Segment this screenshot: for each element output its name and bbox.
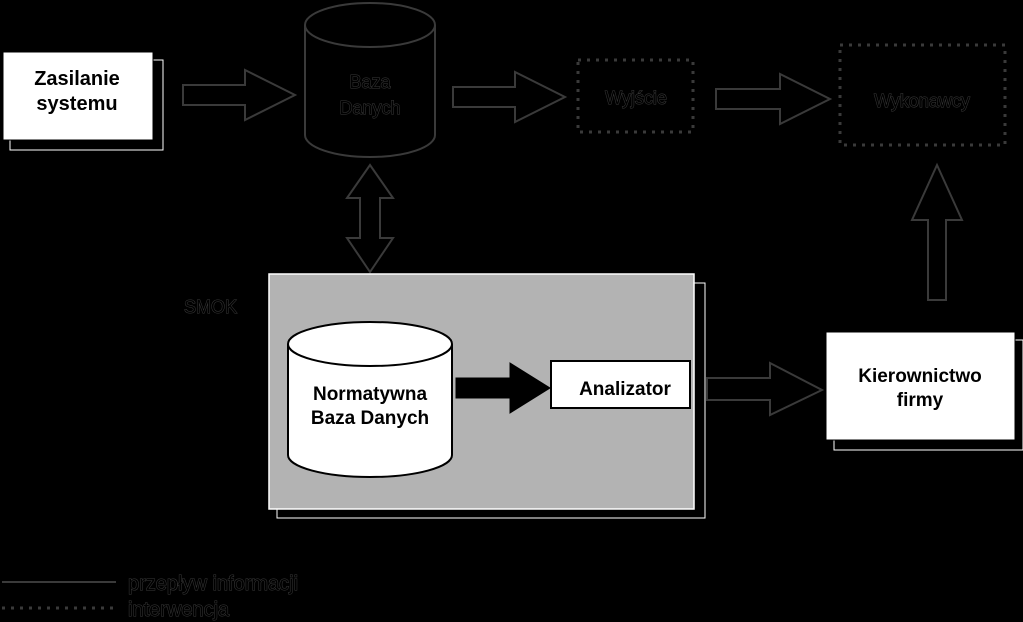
arrow-kierownictwo-to-wykonawcy [910, 162, 964, 301]
baza-cylinder-top [304, 2, 436, 48]
legend-information-flow: przepływ informacji [128, 573, 298, 595]
wykonawcy-label: Wykonawcy [874, 91, 970, 111]
normatywna-label-line1: Normatywna [313, 384, 427, 405]
double-arrow-baza-smok [345, 163, 395, 274]
normatywna-label-line2: Baza Danych [311, 408, 429, 429]
wyjscie-label: Wyjście [605, 88, 667, 108]
kierownictwo-box [825, 331, 1016, 441]
arrow-normatywna-to-analizator [455, 362, 551, 414]
legend: przepływ informacji interwencja [2, 573, 299, 622]
arrow-wyjscie-to-wykonawcy [715, 72, 833, 126]
legend-intervention: interwencja [128, 599, 230, 621]
node-zasilanie-systemu: Zasilanie systemu [2, 51, 164, 151]
smok-label: SMOK [184, 297, 237, 317]
node-baza-danych: Baza Danych [304, 2, 436, 158]
node-wyjscie: Wyjście [576, 58, 695, 134]
arrow-smok-to-kierownictwo [706, 361, 825, 417]
baza-label-line1: Baza [349, 72, 391, 92]
wykonawcy-box [838, 43, 1007, 147]
normatywna-cylinder-body [287, 344, 453, 478]
arrow-baza-to-wyjscie [452, 70, 568, 124]
kierownictwo-label-line2: firmy [897, 390, 944, 411]
zasilanie-label-line2: systemu [36, 93, 117, 115]
zasilanie-label-line1: Zasilanie [34, 68, 120, 90]
node-kierownictwo-firmy: Kierownictwo firmy [825, 331, 1023, 451]
baza-cylinder-body [304, 25, 436, 158]
node-smok-panel: Normatywna Baza Danych Analizator [268, 273, 706, 519]
normatywna-cylinder-top [287, 321, 453, 367]
arrow-zasilanie-to-baza [182, 68, 298, 122]
node-analizator: Analizator [550, 360, 691, 409]
baza-label-line2: Danych [339, 98, 400, 118]
analizator-box [550, 360, 691, 409]
wyjscie-box [576, 58, 695, 134]
zasilanie-box [2, 51, 154, 141]
kierownictwo-label-line1: Kierownictwo [858, 366, 982, 387]
node-normatywna-baza-danych: Normatywna Baza Danych [287, 321, 453, 478]
analizator-label: Analizator [579, 379, 671, 400]
node-wykonawcy: Wykonawcy [838, 43, 1007, 147]
